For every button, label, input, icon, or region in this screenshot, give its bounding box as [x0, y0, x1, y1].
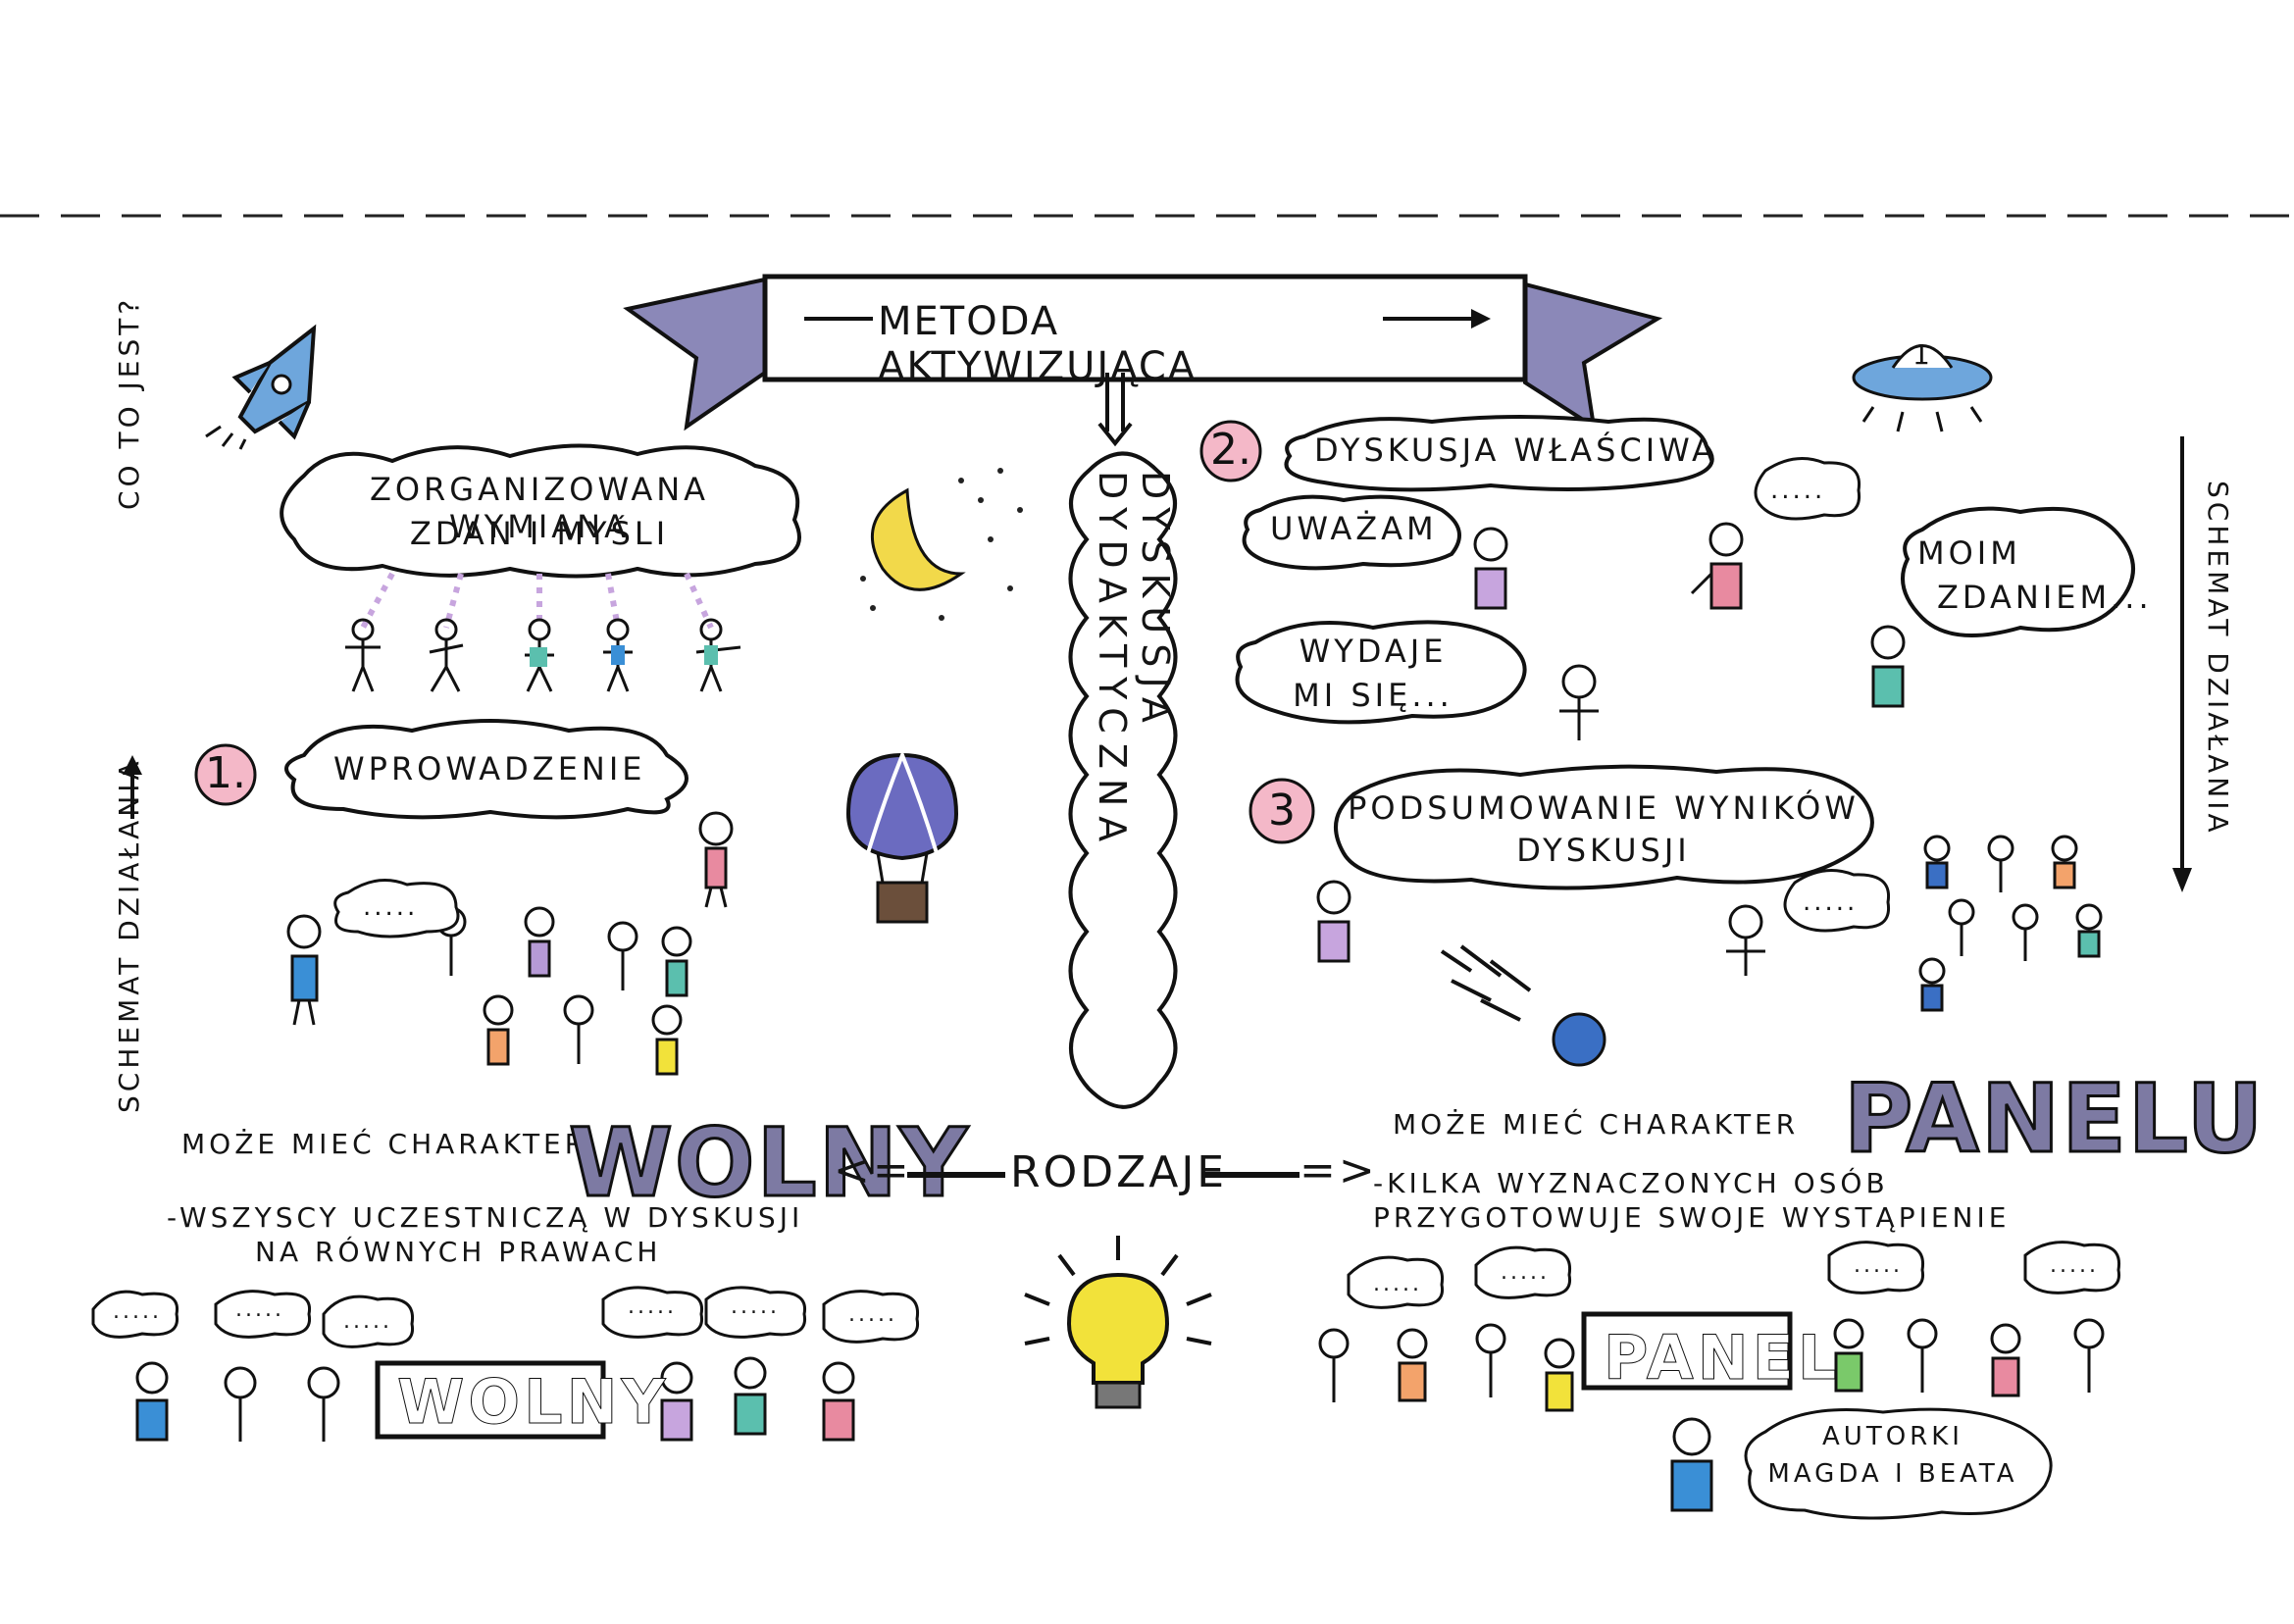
definition-line2: ZDAŃ I MYŚLI	[409, 515, 670, 552]
types-label: RODZAJE	[1010, 1147, 1228, 1197]
bubble-wydaje	[1235, 620, 1527, 725]
moon-icon	[860, 468, 1023, 621]
cloud-dots-4: .....	[628, 1294, 677, 1319]
types-left-line	[907, 1172, 1005, 1178]
bubble-wydaje-line1: WYDAJE	[1299, 633, 1448, 670]
cloud-dots-9: .....	[1854, 1253, 1903, 1278]
page-title: METODA AKTYWIZUJĄCA	[878, 299, 1198, 389]
main-topic-cloud	[1068, 451, 1178, 1109]
types-right-arrow: =>	[1300, 1145, 1378, 1195]
left-thought-dots: .....	[363, 892, 419, 922]
bubble-moim-line2: ZDANIEM...	[1937, 579, 2153, 616]
step2-label: DYSKUSJA WŁAŚCIWA	[1314, 431, 1717, 469]
dashed-separator	[0, 214, 2294, 218]
types-left-arrow: <=	[834, 1145, 912, 1195]
authors-line2: MAGDA I BEATA	[1767, 1459, 2018, 1489]
main-topic-text: DYSKUSJA DYDAKTYCZNA	[1091, 471, 1177, 852]
cloud-dots-5: .....	[731, 1294, 780, 1319]
cloud-dots-1: .....	[113, 1299, 162, 1324]
step3-number: 3	[1268, 786, 1296, 836]
title-banner	[623, 274, 1663, 431]
bubble-wydaje-line2: MI SIĘ...	[1293, 677, 1453, 714]
cloud-dots-10: .....	[2050, 1253, 2099, 1278]
authors-scene	[1670, 1407, 2053, 1520]
step1-badge	[194, 743, 257, 806]
step1-number: 1.	[205, 748, 246, 798]
bottom-left-box-label: WOLNY	[396, 1366, 670, 1439]
right-type-desc1: -KILKA WYZNACZONYCH OSÓB	[1373, 1167, 1889, 1199]
definition-cloud	[280, 443, 801, 579]
cloud-dots-3: .....	[343, 1309, 392, 1334]
right-type-intro: MOŻE MIEĆ CHARAKTER	[1393, 1108, 1800, 1141]
right-type-desc2: PRZYGOTOWUJE SWOJE WYSTĄPIENIE	[1373, 1201, 2011, 1234]
step1-cloud	[284, 719, 688, 820]
bubble-dots-step3	[1783, 869, 1891, 933]
step3-label-line1: PODSUMOWANIE WYNIKÓW	[1348, 789, 1860, 827]
left-thought-cloud	[333, 879, 460, 939]
bubble-dots-step3-text: .....	[1803, 888, 1859, 917]
step3-badge	[1249, 778, 1315, 844]
step2-people	[1473, 522, 1906, 740]
step3-label-line2: DYSKUSJI	[1516, 832, 1691, 869]
bubble-dots-right-text: .....	[1770, 476, 1826, 505]
definition-line1: ZORGANIZOWANA WYMIANA	[369, 471, 710, 545]
right-type-name: PANELU	[1842, 1063, 2266, 1176]
bubble-uwazam-text: UWAŻAM	[1270, 510, 1438, 547]
types-right-line	[1201, 1172, 1300, 1178]
cloud-dots-6: .....	[848, 1302, 897, 1327]
left-type-desc1: -WSZYSCY UCZESTNICZĄ W DYSKUSJI	[167, 1201, 804, 1234]
step2-badge	[1199, 420, 1262, 482]
left-group-people	[286, 811, 734, 1076]
bubble-uwazam	[1242, 494, 1461, 571]
bottom-right-box-label: PANEL	[1603, 1322, 1841, 1395]
hot-air-balloon-icon	[845, 749, 959, 924]
right-group-people	[1918, 835, 2103, 1012]
step3-cloud	[1334, 764, 1874, 890]
scheme-label-right: SCHEMAT DZIAŁANIA	[2202, 481, 2234, 837]
cloud-dots-8: .....	[1501, 1260, 1550, 1285]
bubble-moim	[1901, 506, 2135, 637]
cloud-dots-2: .....	[235, 1297, 284, 1322]
step1-label: WPROWADZENIE	[333, 750, 646, 787]
down-arrow-right-icon	[2172, 436, 2192, 892]
bubble-dots-right	[1754, 457, 1861, 521]
up-arrow-icon	[123, 755, 142, 819]
definition-people	[345, 618, 741, 692]
rocket-icon	[205, 324, 317, 450]
ufo-icon	[1852, 344, 1993, 432]
authors-line1: AUTORKI	[1822, 1422, 1963, 1451]
down-arrow-icon	[1097, 373, 1133, 447]
step2-number: 2.	[1210, 425, 1251, 475]
bottom-left-scene	[91, 1286, 920, 1442]
step2-cloud	[1284, 415, 1714, 492]
light-bulb-icon	[1024, 1236, 1212, 1409]
left-type-intro: MOŻE MIEĆ CHARAKTER	[181, 1128, 588, 1160]
cloud-dots-7: .....	[1373, 1272, 1422, 1296]
what-is-it-label: CO TO JEST?	[113, 295, 145, 510]
ufo-number: 1	[1912, 338, 1933, 371]
step3-people	[1316, 880, 1765, 976]
left-type-name: WOLNY	[568, 1107, 970, 1220]
comet-icon	[1440, 944, 1606, 1067]
left-type-desc2: NA RÓWNYCH PRAWACH	[255, 1236, 662, 1268]
bottom-right-scene	[1318, 1241, 2121, 1412]
bubble-moim-line1: MOIM	[1917, 534, 2021, 572]
